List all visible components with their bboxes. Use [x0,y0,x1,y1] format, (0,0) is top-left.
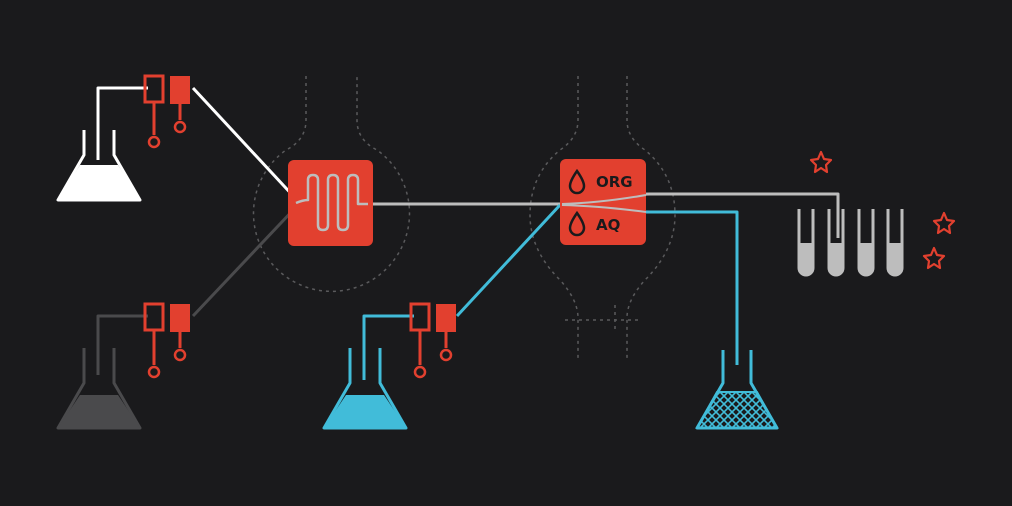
star-icon [932,211,956,235]
syringe-pump-icon [409,302,456,379]
separator-vessel-outline [529,76,676,358]
flask-cyan [322,348,408,430]
flask-gray [56,348,142,430]
star-icon [809,150,833,174]
syringe-pump-icon [143,302,190,379]
test-tube-rack-icon [797,209,904,277]
star-icon [922,246,946,270]
tubing-dark-gray [96,204,299,375]
waste-flask-icon [695,350,779,430]
separator-org-label: ORG [596,173,633,191]
coil-reactor-icon [288,160,373,246]
tubing-white [96,86,299,202]
separator-aq-label: AQ [596,216,620,234]
droplet-icon [568,210,586,237]
syringe-pump-icon [143,74,190,149]
flask-white [56,130,142,202]
droplet-icon [568,168,586,195]
